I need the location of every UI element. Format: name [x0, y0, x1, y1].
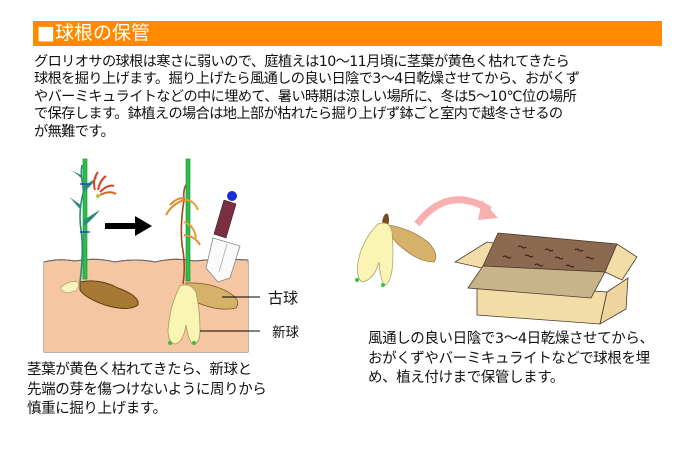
new-bulb-icon: [357, 222, 394, 286]
intro-line: で保存します。鉢植えの場合は地上部が枯れたら掘り上げず鉢ごと室内で越冬させるの: [34, 106, 563, 123]
stake-icon: [185, 158, 191, 282]
trowel-icon: [205, 191, 241, 283]
intro-line: が無難です。: [34, 123, 115, 140]
curved-arrow-icon: [414, 196, 492, 227]
right-caption: 風通しの良い日陰で3〜4日乾燥させてから、 おがくずやバーミキュライトなどで球根…: [368, 330, 654, 389]
section-header: ■球根の保管: [33, 21, 662, 46]
section-title: ■球根の保管: [37, 22, 150, 44]
storage-illustration: [355, 196, 638, 325]
intro-paragraph: グロリオサの球根は寒さに弱いので、庭植えは10〜11月頃に茎葉が黄色く枯れてきた…: [34, 54, 674, 141]
caption-line: め、植え付けまで保管します。: [368, 370, 564, 386]
intro-line: 球根を掘り上げます。掘り上げたら風通しの良い日陰で3〜4日乾燥させてから、おがく…: [34, 71, 580, 88]
caption-line: おがくずやバーミキュライトなどで球根を埋: [368, 350, 650, 367]
caption-line: 先端の芽を傷つけないように周りから: [27, 381, 267, 398]
left-caption: 茎葉が黄色く枯れてきたら、新球と 先端の芽を傷つけないように周りから 慎重に掘り…: [27, 361, 267, 420]
intro-line: グロリオサの球根は寒さに弱いので、庭植えは10〜11月頃に茎葉が黄色く枯れてきた…: [34, 54, 570, 70]
arrow-right-icon: [105, 216, 152, 236]
digging-illustration: [43, 158, 260, 353]
caption-line: 風通しの良い日陰で3〜4日乾燥させてから、: [368, 331, 654, 347]
new-bulb-icon: [167, 284, 201, 345]
old-bulb-icon: [387, 224, 437, 263]
new-bulb-label: 新球: [272, 325, 299, 341]
old-bulb-icon: [79, 280, 139, 309]
intro-line: やバーミキュライトなどの中に埋めて、暑い時期は涼しい場所に、冬は5〜10℃位の場…: [34, 88, 577, 105]
flower-icon: [93, 171, 117, 198]
old-bulb-label: 古球: [268, 289, 299, 307]
caption-line: 茎葉が黄色く枯れてきたら、新球と: [27, 362, 252, 378]
caption-line: 慎重に掘り上げます。: [27, 401, 167, 417]
cardboard-box-icon: [453, 232, 638, 325]
